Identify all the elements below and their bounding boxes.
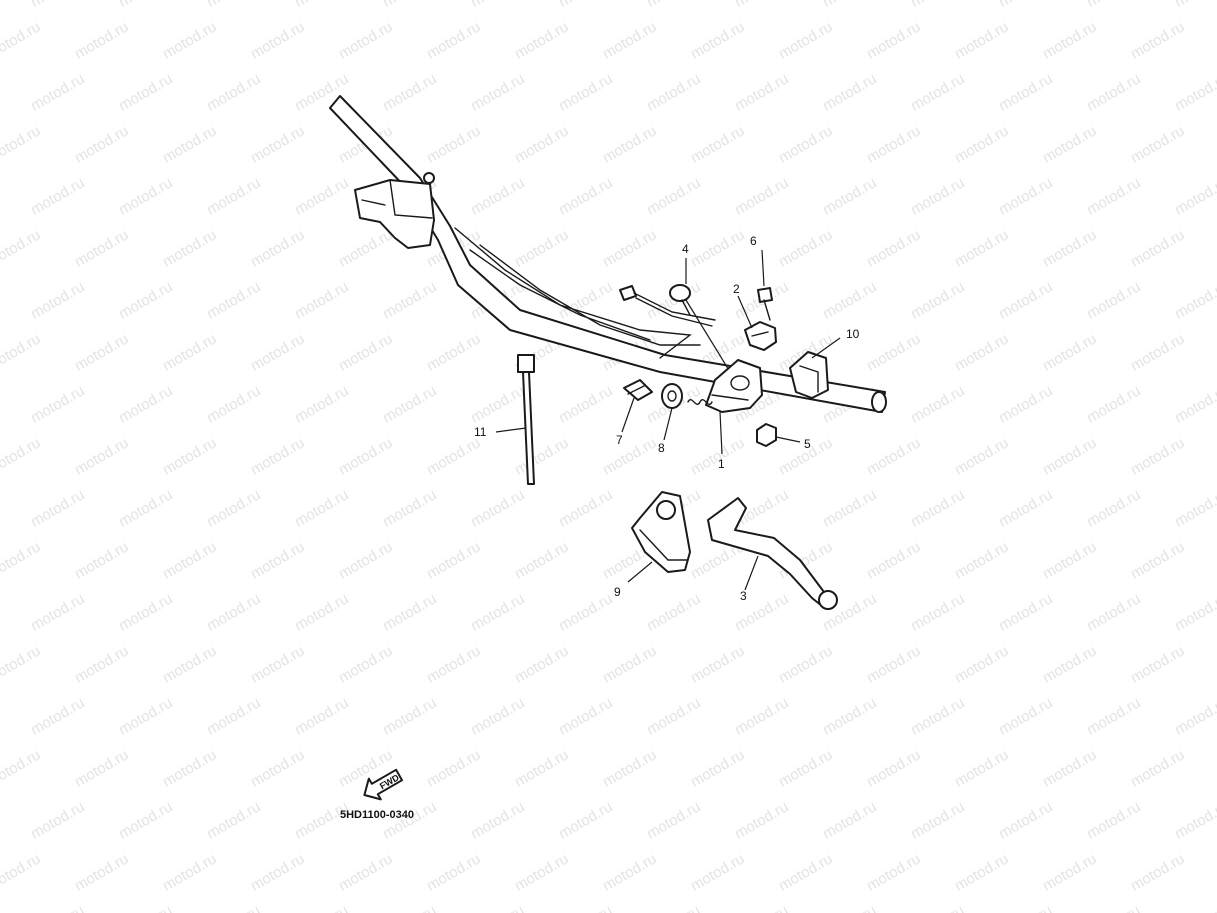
spring	[687, 399, 713, 405]
lever-part-3	[707, 497, 838, 610]
callout-9: 9	[614, 585, 621, 599]
callout-8: 8	[658, 441, 665, 455]
nut-part-8	[661, 383, 683, 441]
callout-6: 6	[750, 234, 757, 248]
callout-10: 10	[846, 327, 860, 341]
callout-2: 2	[733, 282, 740, 296]
lever-holder-part-1	[705, 359, 763, 455]
switch-part-10	[789, 337, 841, 399]
callout-3: 3	[740, 589, 747, 603]
adjuster-part-7	[621, 379, 653, 433]
clip-part-2	[737, 295, 777, 351]
screw-part-6	[757, 249, 773, 321]
fwd-arrow-icon: FWD	[363, 768, 404, 801]
callout-7: 7	[616, 433, 623, 447]
callout-4: 4	[682, 242, 689, 256]
cable-tie-part-11	[495, 354, 535, 485]
callouts: 1 2 3 4 5 6 7 8 9 10 11	[474, 234, 860, 603]
nut-part-5	[756, 423, 801, 447]
diagram-code: 5HD1100-0340	[340, 809, 415, 821]
callout-11: 11	[474, 425, 487, 439]
lever-cover-part-9	[627, 491, 691, 583]
callout-5: 5	[804, 437, 811, 451]
clutch-cable	[619, 285, 716, 327]
callout-1: 1	[718, 457, 725, 471]
handlebar-clamp	[354, 172, 435, 249]
